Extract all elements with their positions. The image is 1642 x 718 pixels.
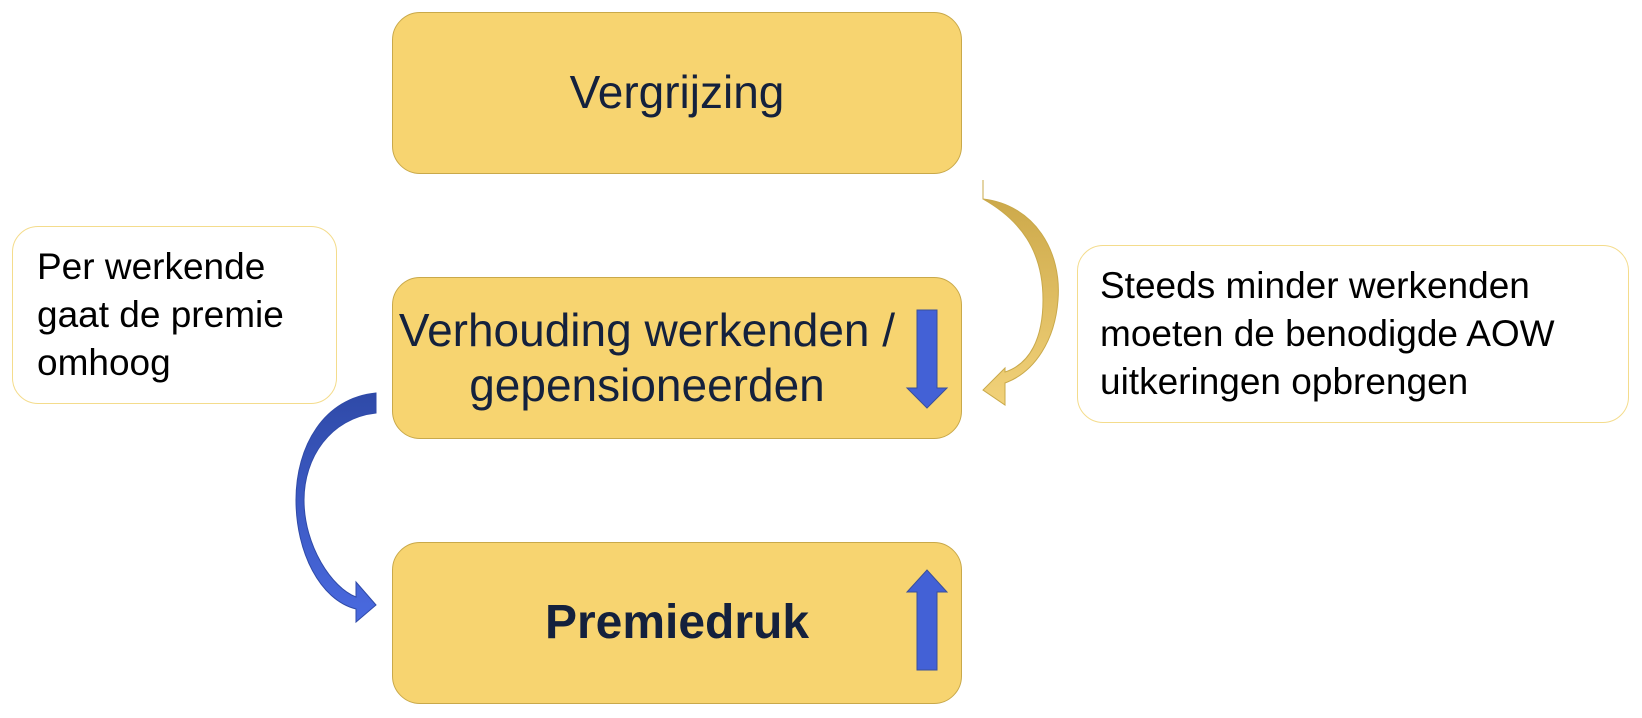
note-right-text: Steeds minder werkenden moeten de benodi…	[1100, 264, 1555, 403]
box-premiedruk: Premiedruk	[392, 542, 962, 704]
note-left-text: Per werkende gaat de premie omhoog	[37, 245, 284, 384]
box-premiedruk-label: Premiedruk	[544, 596, 810, 650]
box-vergrijzing: Vergrijzing	[392, 12, 962, 174]
box-verhouding: Verhouding werkenden / gepensioneerden	[392, 277, 962, 439]
box-verhouding-label: Verhouding werkenden / gepensioneerden	[398, 303, 896, 411]
curved-arrow-left-icon	[295, 392, 377, 624]
box-vergrijzing-label: Vergrijzing	[569, 66, 785, 119]
curved-arrow-right-icon	[982, 180, 1059, 406]
note-right: Steeds minder werkenden moeten de benodi…	[1077, 245, 1629, 423]
note-left: Per werkende gaat de premie omhoog	[12, 226, 337, 404]
